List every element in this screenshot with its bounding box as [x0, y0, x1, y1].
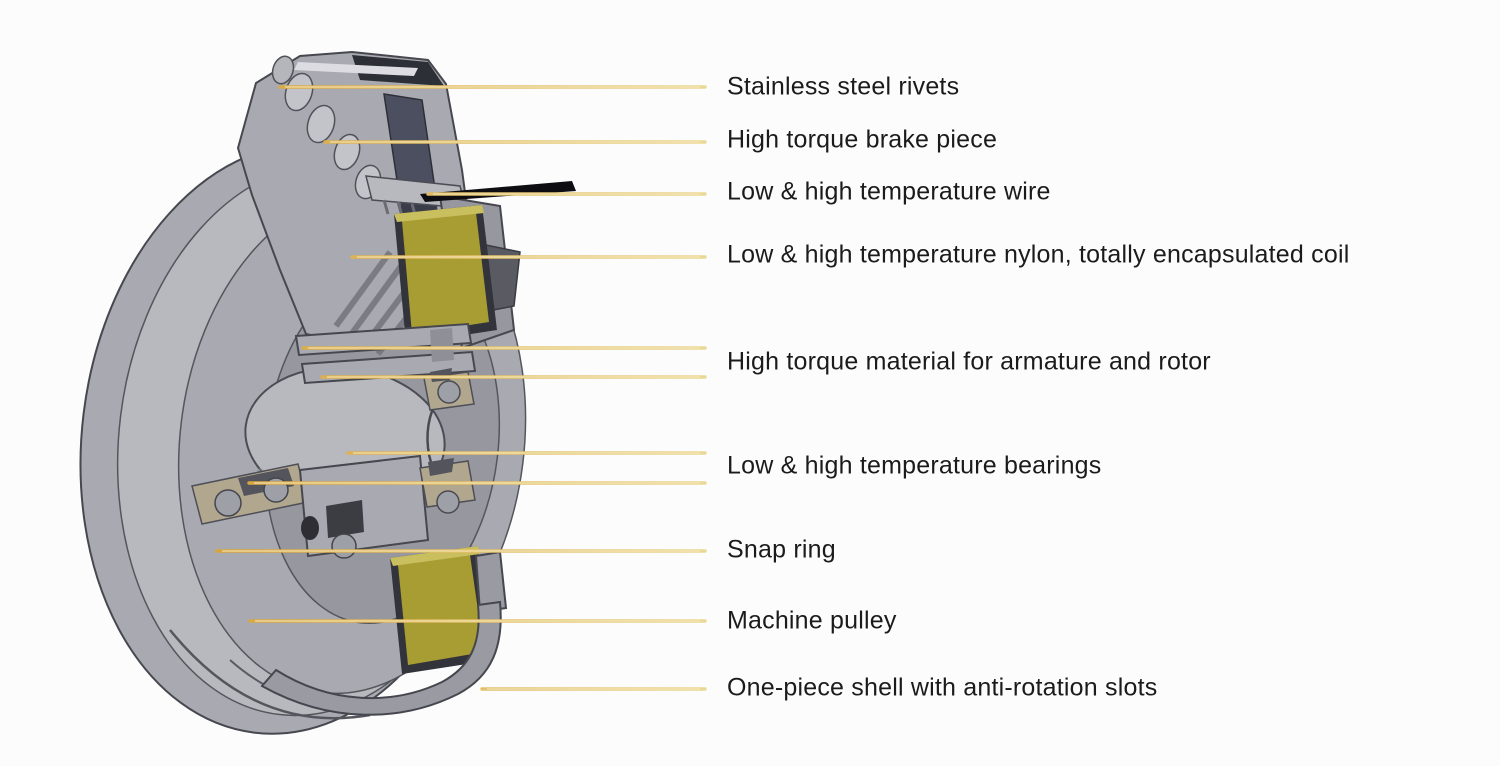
label-high-torque-brake-piece: High torque brake piece	[727, 125, 998, 154]
upper-coil-assembly	[394, 194, 521, 350]
label-machine-pulley: Machine pulley	[727, 606, 897, 635]
label-low-high-temperature-wire: Low & high temperature wire	[727, 177, 1051, 206]
label-stainless-steel-rivets: Stainless steel rivets	[727, 72, 960, 101]
encapsulated-coil-upper	[402, 213, 489, 334]
label-low-high-temperature-bearings: Low & high temperature bearings	[727, 451, 1102, 480]
hub-snap-ring-area	[298, 454, 430, 559]
label-armature-rotor-material: High torque material for armature and ro…	[727, 347, 1211, 376]
encapsulated-coil-lower	[398, 555, 484, 665]
leader-line-highlights	[222, 86, 700, 690]
bearing-right-upper	[423, 368, 475, 411]
pulley-bottom-rim	[169, 629, 371, 720]
label-snap-ring: Snap ring	[727, 535, 836, 564]
label-encapsulated-coil: Low & high temperature nylon, totally en…	[727, 240, 1350, 269]
snap-ring-groove	[301, 516, 319, 540]
temperature-wire	[420, 181, 576, 202]
one-piece-shell	[260, 550, 508, 716]
label-one-piece-shell: One-piece shell with anti-rotation slots	[727, 673, 1158, 702]
